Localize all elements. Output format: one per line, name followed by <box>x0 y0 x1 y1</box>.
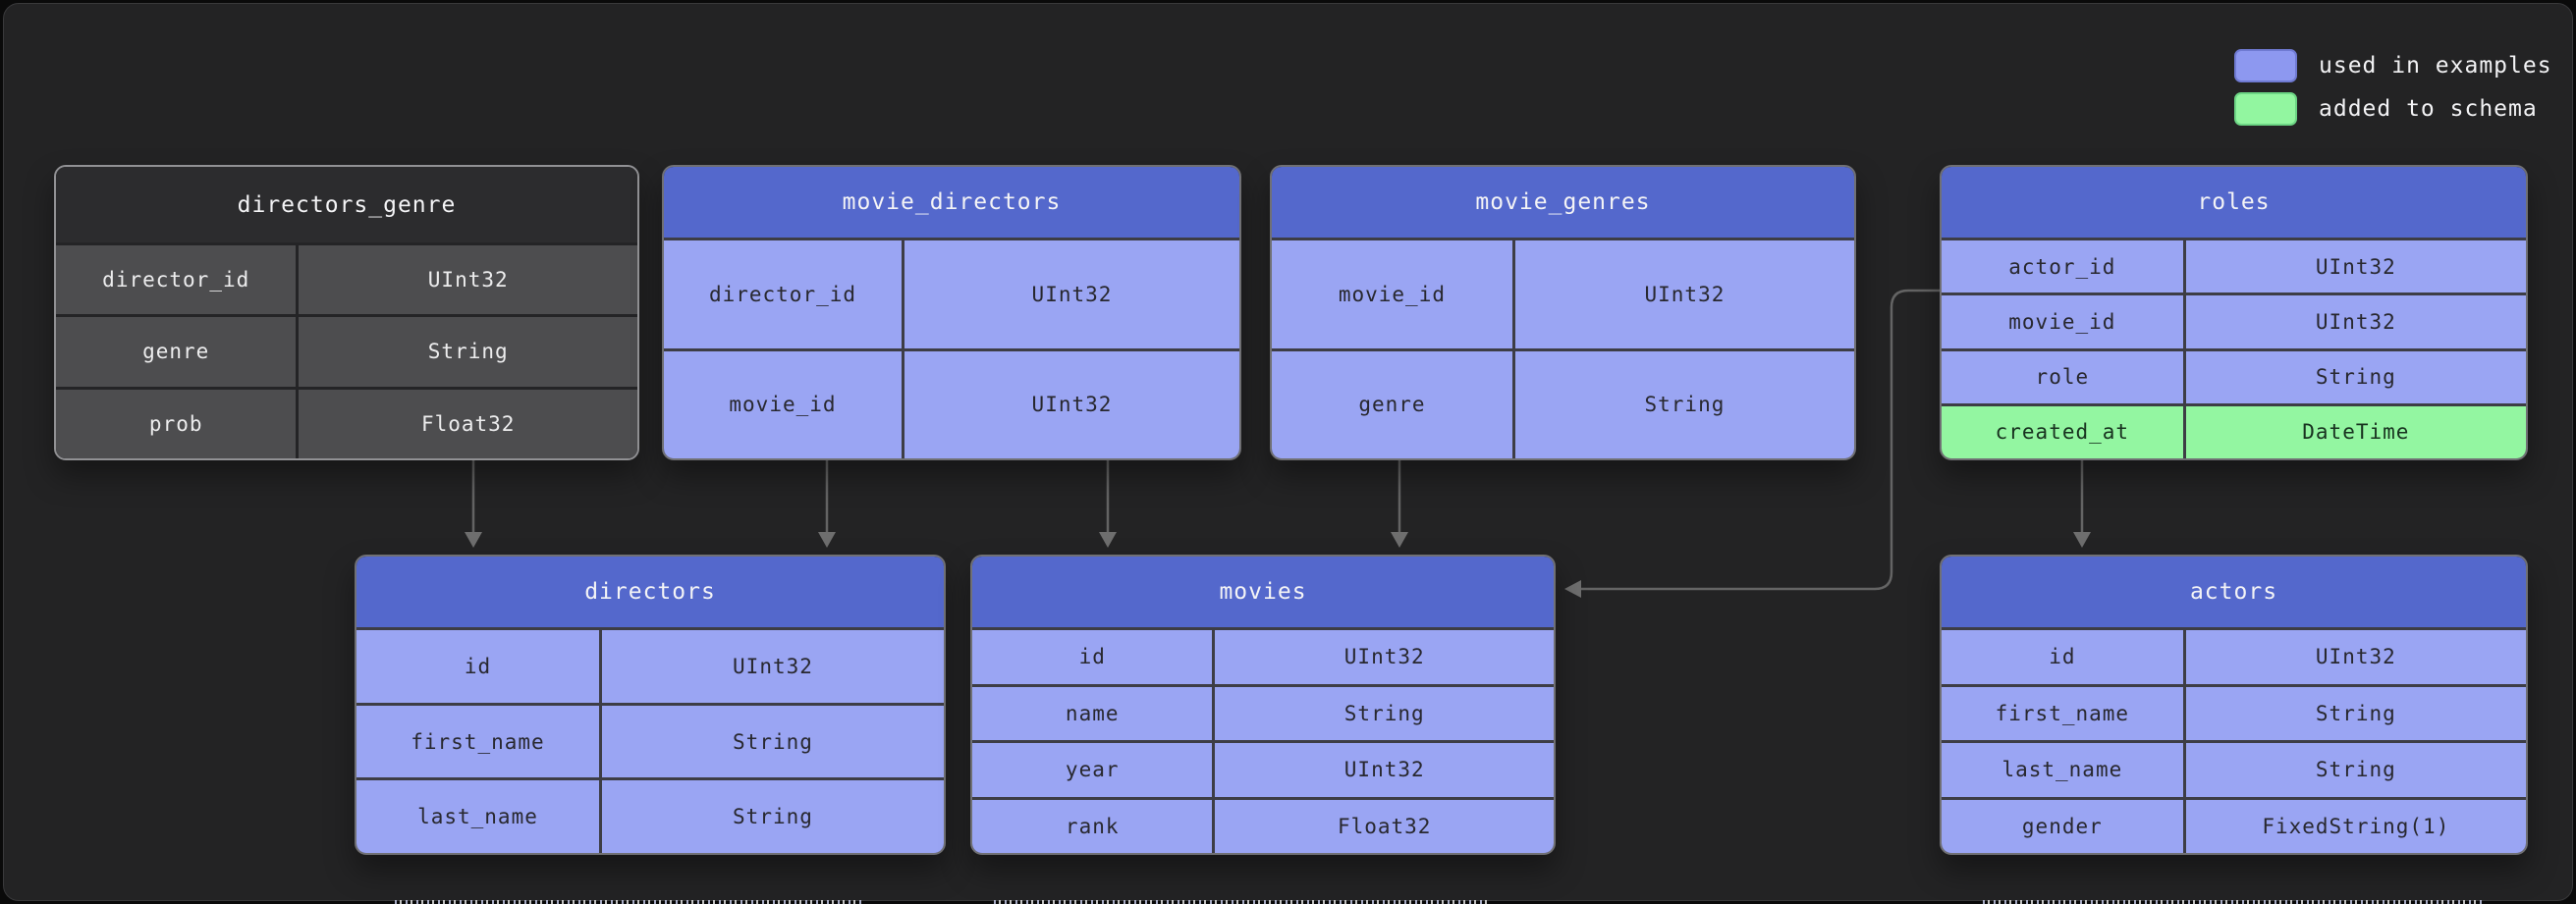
cutoff-content-sliver <box>1983 900 2484 904</box>
table-title: roles <box>1942 167 2526 238</box>
field-type: String <box>598 780 944 853</box>
table-title: movie_directors <box>664 167 1239 238</box>
field-row-id: id UInt32 <box>1942 627 2526 684</box>
table-directors: directors id UInt32 first_name String la… <box>355 555 946 855</box>
field-row-rank: rank Float32 <box>972 796 1554 853</box>
field-name: movie_id <box>1942 295 2183 348</box>
legend-item-added-to-schema: added to schema <box>2234 92 2538 126</box>
legend-swatch-used-icon <box>2234 49 2297 82</box>
field-row-id: id UInt32 <box>972 627 1554 684</box>
table-movie-genres: movie_genres movie_id UInt32 genre Strin… <box>1270 165 1856 460</box>
field-name: id <box>972 630 1213 684</box>
field-name: director_id <box>56 245 297 315</box>
field-name: id <box>356 630 599 703</box>
table-title: actors <box>1942 557 2526 627</box>
cutoff-content-sliver <box>395 900 863 904</box>
field-row-movie_id: movie_id UInt32 <box>664 347 1239 458</box>
field-type: UInt32 <box>901 240 1239 348</box>
field-row-gender: gender FixedString(1) <box>1942 796 2526 853</box>
field-row-genre: genre String <box>56 314 637 387</box>
field-name: first_name <box>1942 686 2183 740</box>
table-title: directors <box>356 557 944 627</box>
field-type: FixedString(1) <box>2182 799 2526 853</box>
legend-label: used in examples <box>2319 53 2552 79</box>
field-name: name <box>972 686 1213 740</box>
field-type: Float32 <box>296 389 637 458</box>
field-row-prob: prob Float32 <box>56 386 637 458</box>
field-row-last_name: last_name String <box>356 777 944 853</box>
field-type: String <box>2182 350 2526 403</box>
field-row-director_id: director_id UInt32 <box>56 242 637 315</box>
legend-label: added to schema <box>2319 96 2538 122</box>
field-name: director_id <box>664 240 902 348</box>
field-type: UInt32 <box>2182 240 2526 293</box>
field-row-year: year UInt32 <box>972 740 1554 797</box>
field-name: movie_id <box>1272 240 1512 348</box>
field-row-movie_id: movie_id UInt32 <box>1942 292 2526 348</box>
field-type: Float32 <box>1212 799 1554 853</box>
field-name: created_at <box>1942 405 2183 458</box>
field-name: id <box>1942 630 2183 684</box>
field-name: first_name <box>356 705 599 778</box>
field-type: String <box>2182 686 2526 740</box>
table-title: movie_genres <box>1272 167 1854 238</box>
field-row-name: name String <box>972 683 1554 740</box>
field-row-genre: genre String <box>1272 347 1854 458</box>
field-row-role: role String <box>1942 347 2526 403</box>
field-name: actor_id <box>1942 240 2183 293</box>
field-name: genre <box>56 317 297 387</box>
table-roles: roles actor_id UInt32 movie_id UInt32 ro… <box>1940 165 2528 460</box>
field-row-movie_id: movie_id UInt32 <box>1272 238 1854 348</box>
field-row-created_at-added-to-schema: created_at DateTime <box>1942 402 2526 458</box>
field-type: UInt32 <box>598 630 944 703</box>
field-name: prob <box>56 389 297 458</box>
field-name: rank <box>972 799 1213 853</box>
table-title: movies <box>972 557 1554 627</box>
field-type: String <box>1511 350 1854 458</box>
cutoff-content-sliver <box>994 900 1490 904</box>
field-type: UInt32 <box>901 350 1239 458</box>
legend-swatch-added-icon <box>2234 92 2297 126</box>
field-type: UInt32 <box>1212 630 1554 684</box>
field-type: String <box>2182 743 2526 797</box>
field-name: movie_id <box>664 350 902 458</box>
table-directors-genre: directors_genre director_id UInt32 genre… <box>54 165 639 460</box>
field-name: year <box>972 743 1213 797</box>
field-name: last_name <box>1942 743 2183 797</box>
field-type: UInt32 <box>2182 630 2526 684</box>
table-movies: movies id UInt32 name String year UInt32… <box>970 555 1556 855</box>
field-row-id: id UInt32 <box>356 627 944 703</box>
field-type: UInt32 <box>296 245 637 315</box>
field-type: String <box>598 705 944 778</box>
field-type: UInt32 <box>1212 743 1554 797</box>
table-actors: actors id UInt32 first_name String last_… <box>1940 555 2528 855</box>
legend-item-used-in-examples: used in examples <box>2234 49 2552 82</box>
field-type: String <box>296 317 637 387</box>
table-title: directors_genre <box>56 167 637 242</box>
field-row-first_name: first_name String <box>356 702 944 778</box>
field-row-actor_id: actor_id UInt32 <box>1942 238 2526 293</box>
field-type: String <box>1212 686 1554 740</box>
table-movie-directors: movie_directors director_id UInt32 movie… <box>662 165 1241 460</box>
field-name: gender <box>1942 799 2183 853</box>
field-type: UInt32 <box>2182 295 2526 348</box>
field-type: UInt32 <box>1511 240 1854 348</box>
field-row-last_name: last_name String <box>1942 740 2526 797</box>
field-row-director_id: director_id UInt32 <box>664 238 1239 348</box>
field-type: DateTime <box>2182 405 2526 458</box>
field-name: role <box>1942 350 2183 403</box>
field-row-first_name: first_name String <box>1942 683 2526 740</box>
field-name: genre <box>1272 350 1512 458</box>
field-name: last_name <box>356 780 599 853</box>
